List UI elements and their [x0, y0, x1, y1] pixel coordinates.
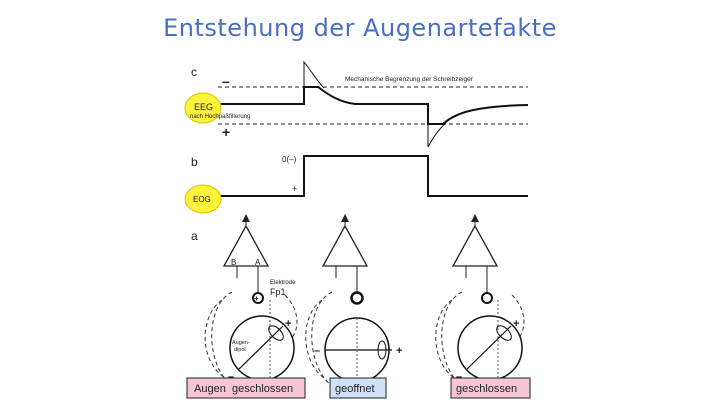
state-closed-2: geschlossen: [456, 383, 517, 395]
amplifier-2: [321, 224, 369, 267]
eye-2-plus: +: [396, 345, 402, 357]
eye-lens-3: [496, 325, 512, 341]
eye-lens-2: [377, 340, 387, 360]
eye-dipole-axis-1: [237, 325, 284, 371]
amp-input-b: B: [231, 258, 236, 267]
eeg-overshoot-down: [427, 123, 446, 148]
eeg-trace: [210, 86, 529, 125]
eye-2-minus: –: [314, 345, 320, 357]
dipole-text-2: dipol: [234, 347, 246, 353]
panel-a-label: a: [191, 229, 198, 243]
electrode-2: [350, 291, 364, 305]
eog-zero-label: 0(–): [282, 155, 297, 164]
eye-1-minus: –: [228, 371, 234, 383]
field-line-2a: [305, 299, 325, 379]
field-line-1a: [204, 299, 226, 379]
state-closed-1-word1: Augen: [194, 383, 226, 395]
amp-input-a: A: [255, 258, 261, 267]
eeg-badge-label: EEG: [194, 102, 213, 112]
amplifier-1: [222, 224, 270, 267]
state-box-closed-2: [450, 377, 531, 399]
eog-badge: [184, 184, 222, 214]
eye-lens-1: [268, 325, 284, 341]
fp1-label: Fp1: [270, 287, 286, 297]
state-closed-1-word2: geschlossen: [232, 383, 293, 395]
eog-badge-label: EOG: [193, 195, 211, 204]
eye-3-minus: –: [456, 371, 462, 383]
dipole-text-1: Augen-: [232, 340, 250, 346]
slide-title: Entstehung der Augenartefakte: [163, 14, 557, 42]
panel-c-label: c: [191, 65, 197, 79]
eeg-filter-note: nach Hochpaßfilterung: [190, 114, 250, 120]
panel-c-minus: –: [222, 73, 230, 89]
limit-text: Mechanische Begrenzung der Schreibzeiger: [345, 76, 474, 83]
field-line-3a: [435, 299, 455, 379]
electrode-1: [252, 292, 264, 304]
eye-1-plus: +: [285, 318, 291, 330]
panel-b-label: b: [191, 155, 198, 169]
electrode-3: [481, 292, 493, 304]
panel-c-plus: +: [222, 124, 230, 140]
eye-dipole-axis-3: [465, 325, 512, 371]
eye-3-plus: +: [513, 318, 519, 330]
state-open: geoffnet: [335, 383, 375, 395]
electrode-1-plus: +: [254, 294, 259, 303]
state-box-closed-1: [186, 377, 306, 399]
field-line-2b: [311, 291, 333, 387]
eog-trace: [210, 155, 528, 197]
electrode-text: Elektrode: [270, 280, 296, 286]
amplifier-3: [451, 224, 499, 267]
state-box-open: [329, 377, 387, 399]
eeg-badge: [184, 92, 222, 124]
eeg-overshoot-up: [303, 60, 325, 89]
eog-plus: +: [292, 184, 297, 194]
